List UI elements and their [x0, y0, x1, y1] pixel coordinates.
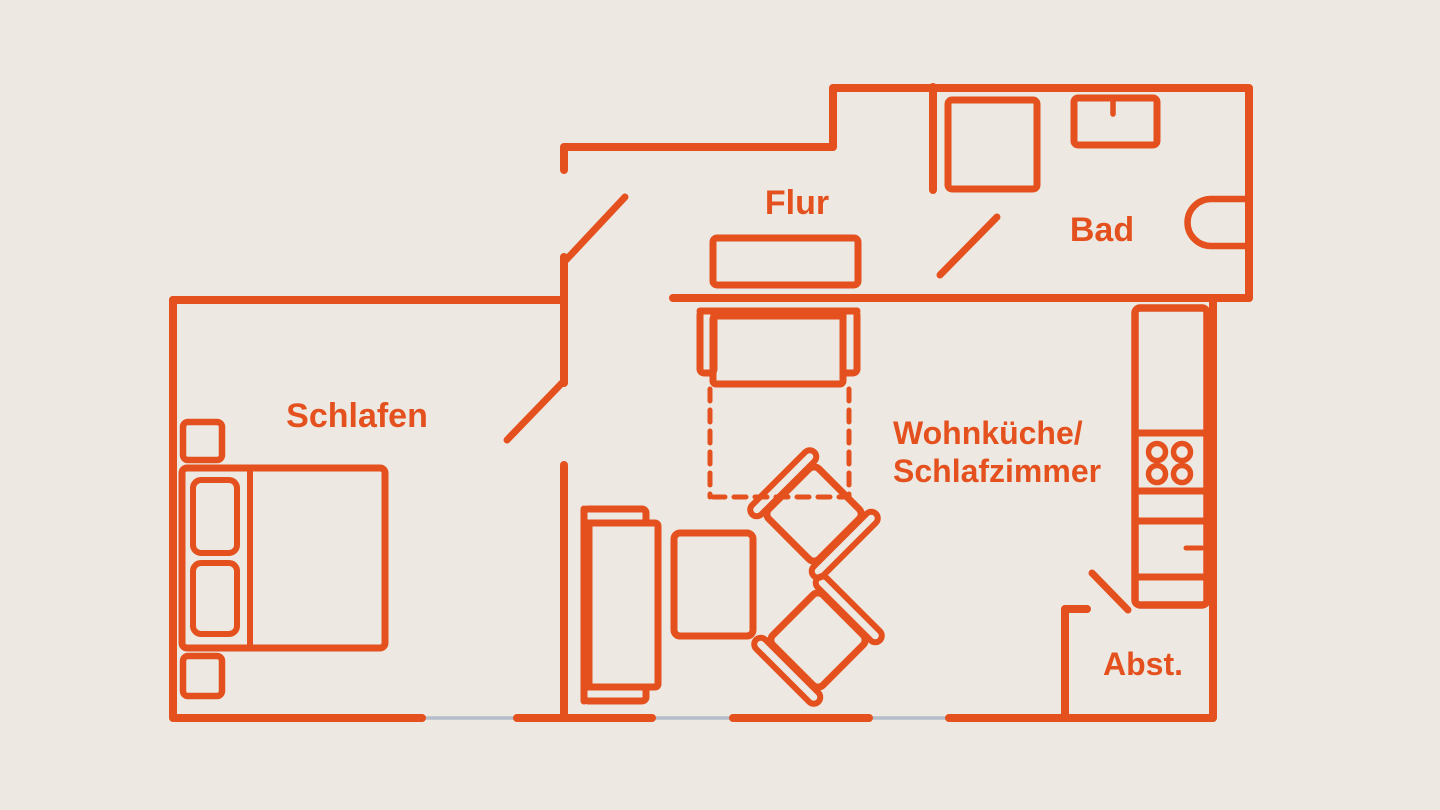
bathroom-fixtures	[944, 94, 1249, 250]
room-label-wohnkueche-line1: Wohnküche/	[893, 415, 1083, 451]
washbasin-icon	[1070, 94, 1161, 149]
sofa-seat	[709, 312, 847, 388]
nightstand-icon	[179, 418, 226, 464]
wall-top-outline	[560, 84, 1253, 302]
armchair-armrest	[751, 634, 824, 707]
burner	[1145, 440, 1169, 464]
room-label-flur: Flur	[765, 184, 829, 222]
pillow-icon	[190, 560, 240, 637]
nightstand-icon	[179, 652, 226, 700]
sideboard-body	[585, 519, 662, 691]
living-furniture	[580, 307, 885, 707]
door-swing-icon	[936, 213, 1001, 279]
armchair-icon	[751, 573, 885, 707]
kitchen-cabinet-outline	[1131, 304, 1211, 609]
wardrobe-icon	[709, 234, 862, 289]
burner	[1145, 462, 1169, 486]
armchair-armrest	[808, 508, 881, 581]
wall-abst-left	[1061, 605, 1091, 722]
toilet-icon	[1184, 195, 1249, 250]
armchair-icon	[747, 447, 881, 581]
stove-burners-icon	[1145, 440, 1194, 486]
kitchen-unit-icon	[1131, 304, 1211, 609]
sofa-icon	[696, 307, 861, 388]
room-label-bad: Bad	[1070, 211, 1134, 249]
sideboard-icon	[580, 505, 662, 705]
room-labels: Flur Bad Schlafen Wohnküche/ Schlafzimme…	[286, 184, 1183, 682]
walls	[169, 83, 1253, 722]
door-swing-icon	[1088, 569, 1132, 614]
burner	[1170, 440, 1194, 464]
door-swings	[503, 193, 1132, 614]
coffee-table-icon	[670, 529, 757, 640]
room-label-abstellraum: Abst.	[1103, 646, 1183, 682]
pillow-icon	[190, 477, 240, 556]
room-label-schlafen: Schlafen	[286, 397, 428, 435]
double-bed-icon	[178, 464, 389, 652]
door-swing-icon	[503, 379, 566, 444]
shower-icon	[944, 96, 1041, 193]
burner	[1170, 462, 1194, 486]
armchair-armrest	[812, 573, 885, 646]
wall-schlafen-left-and-bottom	[169, 296, 426, 722]
bedroom-furniture	[178, 418, 389, 700]
wall-right-and-bottom	[945, 294, 1217, 722]
door-swing-icon	[562, 193, 629, 264]
armchair-armrest	[747, 447, 820, 520]
room-label-wohnkueche-line2: Schlafzimmer	[893, 453, 1101, 489]
